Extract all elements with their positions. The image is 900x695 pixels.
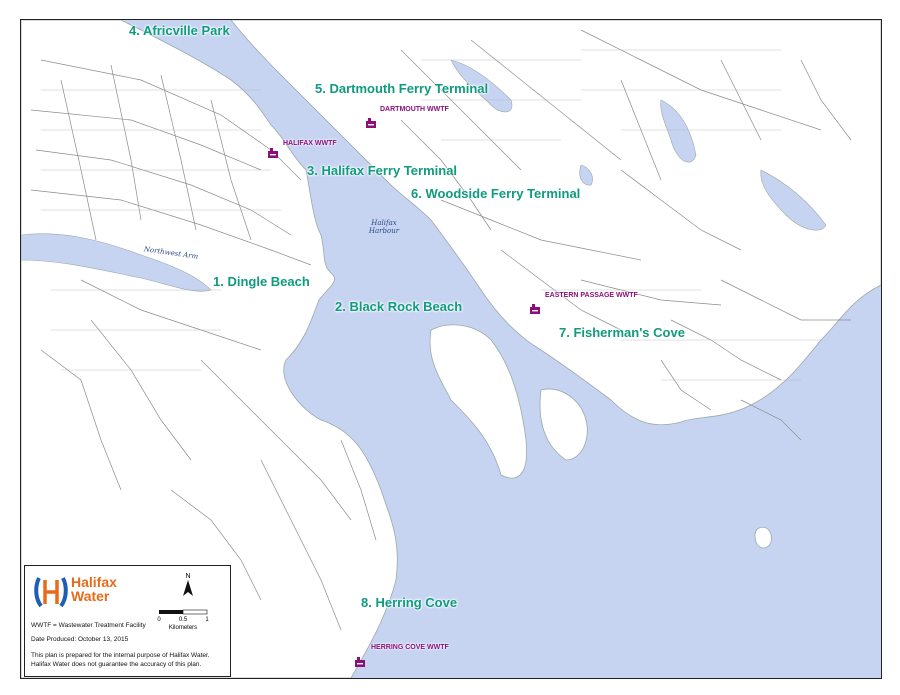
north-arrow-icon: N	[183, 573, 193, 596]
wwtf-herring-cove-label: HERRING COVE WWTF	[371, 644, 449, 651]
wwtf-dartmouth-label: DARTMOUTH WWTF	[380, 106, 449, 113]
wwtf-halifax-icon[interactable]	[267, 147, 279, 159]
wwtf-eastern-passage-label: EASTERN PASSAGE WWTF	[545, 292, 638, 299]
lake-banook	[450, 59, 513, 113]
site-label-dingle[interactable]: 1. Dingle Beach	[213, 274, 310, 289]
halifax-harbour-label: Halifax Harbour	[368, 219, 400, 235]
map-legend: Halifax Water N 0 0.5 1 Kilometers WWTF …	[24, 565, 231, 677]
scale-units: Kilometers	[169, 625, 197, 631]
map-canvas	[21, 20, 881, 678]
north-label: N	[185, 573, 190, 580]
logo-text: Halifax Water	[71, 575, 117, 603]
scale-bar: 0 0.5 1 Kilometers	[157, 609, 209, 631]
site-label-halifax-ferry[interactable]: 3. Halifax Ferry Terminal	[307, 163, 458, 178]
urban-grid	[41, 49, 821, 381]
legend-disclaimer-1: This plan is prepared for the internal p…	[31, 652, 210, 659]
scale-tick-1: 0.5	[179, 617, 188, 623]
scale-tick-2: 1	[205, 617, 209, 623]
devils-island	[754, 526, 772, 549]
lake-micmac	[660, 99, 697, 163]
site-label-africville[interactable]: 4. Africville Park	[129, 23, 230, 38]
lake-east	[760, 169, 827, 231]
wwtf-herring-cove-icon[interactable]	[354, 656, 366, 668]
halifax-water-logo-icon	[34, 577, 68, 608]
legend-abbreviation: WWTF = Wastewater Treatment Facility	[31, 622, 146, 629]
legend-date: Date Produced: October 13, 2015	[31, 636, 129, 643]
legend-disclaimer-2: Halifax Water does not guarantee the acc…	[31, 661, 202, 668]
site-label-black-rock[interactable]: 2. Black Rock Beach	[335, 299, 463, 314]
halifax-landmass	[21, 20, 398, 678]
lake-small	[579, 164, 593, 186]
mcnabs-island	[429, 324, 527, 479]
site-label-herring-cove[interactable]: 8. Herring Cove	[361, 595, 458, 610]
site-label-fishermans-cove[interactable]: 7. Fisherman's Cove	[559, 325, 685, 340]
dartmouth-landmass	[230, 20, 881, 426]
site-label-woodside-ferry[interactable]: 6. Woodside Ferry Terminal	[411, 186, 581, 201]
wwtf-dartmouth-icon[interactable]	[365, 117, 377, 129]
logo-line-2: Water	[71, 588, 110, 604]
wwtf-eastern-passage-icon[interactable]	[529, 303, 541, 315]
scale-tick-0: 0	[157, 617, 161, 623]
site-label-dartmouth-ferry[interactable]: 5. Dartmouth Ferry Terminal	[315, 81, 489, 96]
lawlor-island	[539, 388, 588, 461]
logo-line-1: Halifax	[71, 574, 117, 590]
wwtf-halifax-label: HALIFAX WWTF	[283, 140, 337, 147]
